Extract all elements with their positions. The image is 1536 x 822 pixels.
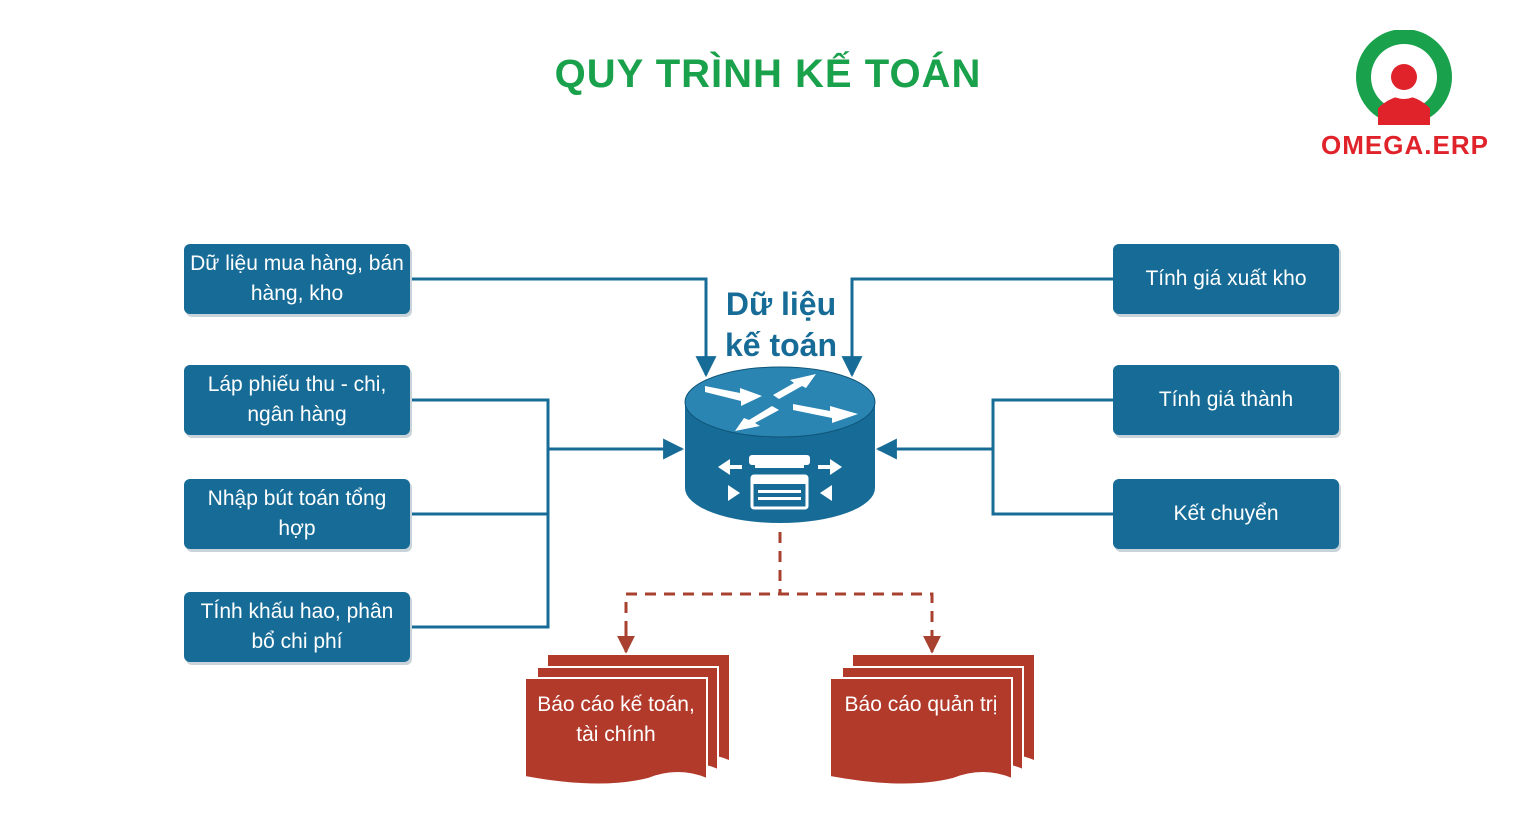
left-connectors: [411, 277, 717, 629]
router-database-icon: [684, 366, 876, 523]
omega-erp-logo: OMEGA.ERP: [1300, 29, 1510, 165]
box-closing-transfer: Kết chuyển: [1113, 479, 1339, 549]
box-cost-calculation: Tính giá thành: [1113, 365, 1339, 435]
box-receipt-payment: Láp phiếu thu - chi, ngân hàng: [184, 365, 410, 435]
report-connectors: [617, 532, 941, 654]
logo-icon: [1356, 29, 1452, 125]
box-inventory-costing: Tính giá xuất kho: [1113, 244, 1339, 314]
report-label-management: Báo cáo quản trị: [844, 693, 998, 716]
report-label-financial: Báo cáo kế toán, tài chính: [537, 693, 695, 746]
box-depreciation: TÍnh khấu hao, phân bổ chi phí: [184, 592, 410, 662]
report-document-icon: [524, 655, 729, 786]
center-label-line-1: Dữ liệu: [725, 286, 837, 322]
box-general-entry: Nhập bút toán tổng hợp: [184, 479, 410, 549]
report-document-icon: [829, 655, 1034, 786]
logo-text: OMEGA.ERP: [1321, 130, 1489, 160]
page-title: QUY TRÌNH KẾ TOÁN: [554, 52, 982, 96]
box-purchase-sales-data: Dữ liệu mua hàng, bán hàng, kho: [184, 244, 410, 314]
right-connectors: [841, 277, 1113, 516]
center-label-line-2: kế toán: [724, 327, 838, 363]
center-label: Dữ liệu kế toán: [706, 284, 856, 366]
